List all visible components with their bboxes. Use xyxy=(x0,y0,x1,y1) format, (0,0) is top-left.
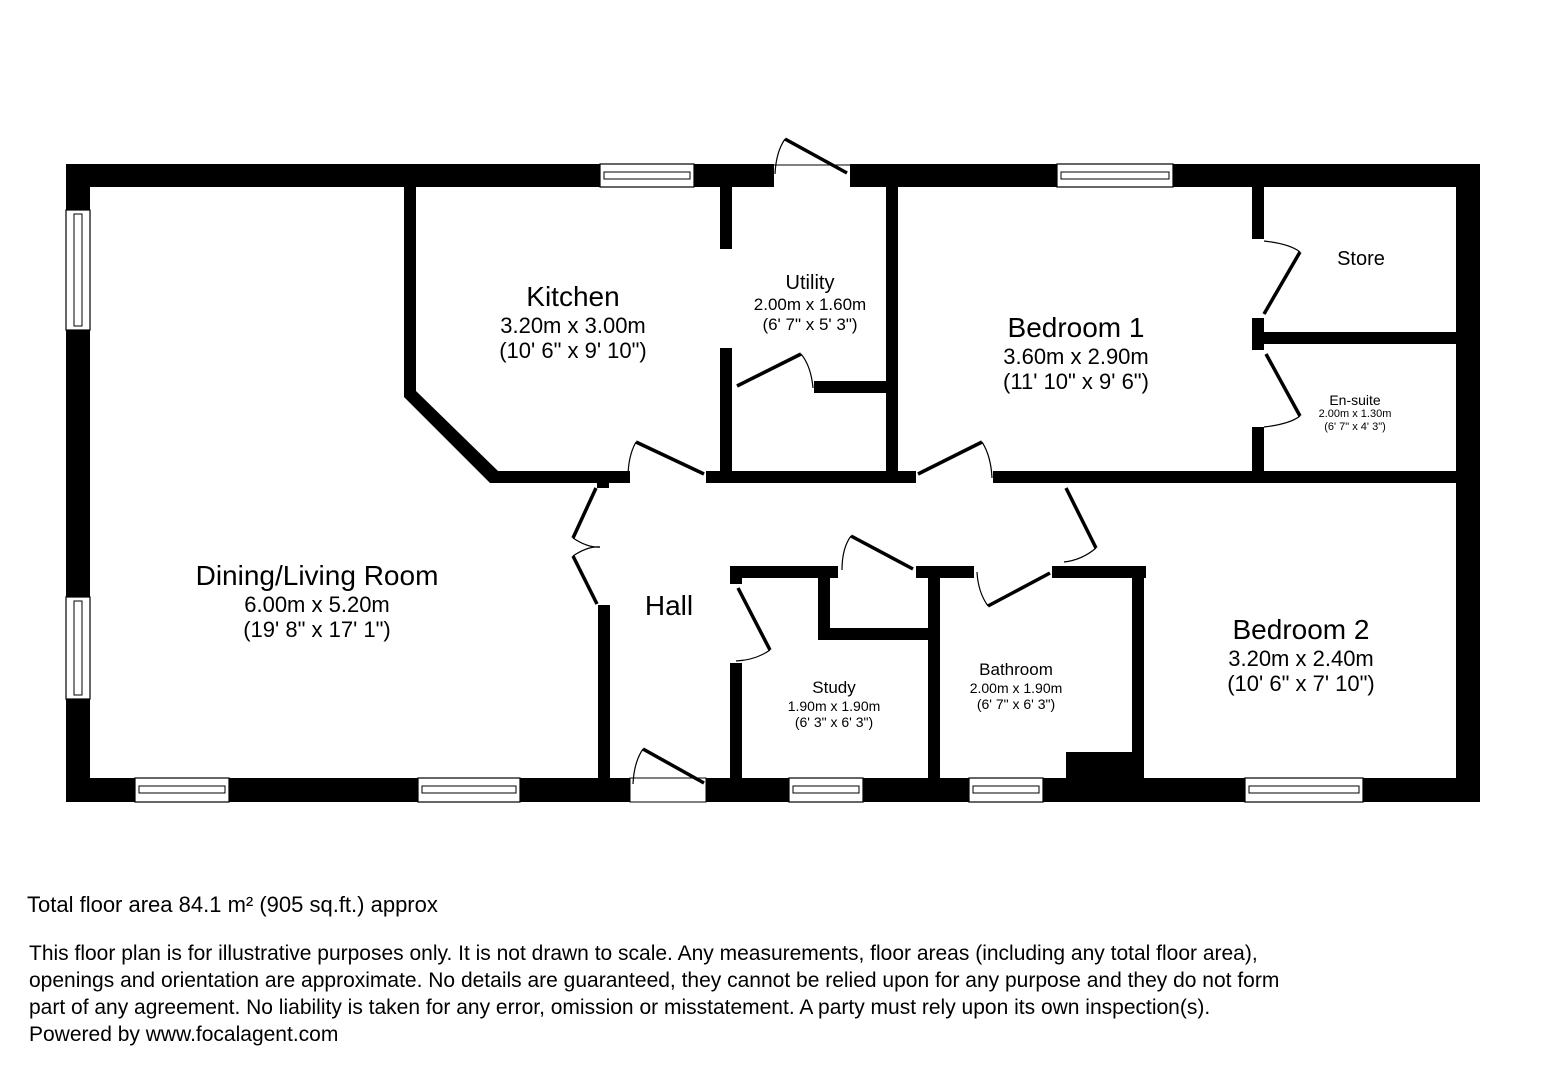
room-name: Bedroom 2 xyxy=(1232,614,1370,645)
disclaimer-line: openings and orientation are approximate… xyxy=(29,969,1280,992)
doors xyxy=(571,137,1302,803)
room-dimensions-metric: 3.60m x 2.90m xyxy=(1003,344,1149,370)
footer: Total floor area 84.1 m² (905 sq.ft.) ap… xyxy=(27,892,1527,1048)
room-dimensions-metric: 2.00m x 1.60m xyxy=(753,295,867,314)
window-bedroom-2 xyxy=(1244,777,1364,803)
door-bedroom-2 xyxy=(1063,487,1098,563)
door-study xyxy=(735,587,772,662)
door-bathroom xyxy=(976,571,1051,608)
room-dimensions-metric: 3.20m x 2.40m xyxy=(1228,646,1374,672)
interior-walls xyxy=(404,187,1480,778)
window-living-bottom-2 xyxy=(417,777,521,803)
room-name: Bedroom 1 xyxy=(1007,312,1145,343)
room-name: Hall xyxy=(644,590,694,621)
room-dimensions-imperial: (6' 7" x 5' 3") xyxy=(762,314,858,334)
disclaimer-line: This floor plan is for illustrative purp… xyxy=(29,942,1258,965)
window-living-bottom-1 xyxy=(134,777,230,803)
room-dimensions-metric: 6.00m x 5.20m xyxy=(244,592,390,618)
room-dimensions-imperial: (6' 7" x 4' 3") xyxy=(1324,420,1386,433)
room-dimensions-imperial: (10' 6" x 9' 10") xyxy=(499,338,647,364)
room-dimensions-imperial: (10' 6" x 7' 10") xyxy=(1227,671,1375,697)
room-name: Study xyxy=(812,678,856,697)
window-bathroom xyxy=(968,777,1044,803)
room-dimensions-imperial: (11' 10" x 9' 6") xyxy=(1003,369,1149,395)
room-dimensions-imperial: (19' 8" x 17' 1") xyxy=(243,617,391,643)
disclaimer: This floor plan is for illustrative purp… xyxy=(27,940,1527,1048)
room-label-store: Store xyxy=(1337,248,1385,271)
door-front xyxy=(629,747,707,803)
windows xyxy=(65,163,1364,803)
disclaimer-line: part of any agreement. No liability is t… xyxy=(29,996,1211,1019)
door-utility-external xyxy=(774,137,850,175)
room-dimensions-metric: 2.00m x 1.90m xyxy=(969,679,1063,696)
door-store xyxy=(1262,240,1302,315)
room-name: Dining/Living Room xyxy=(195,560,439,591)
floor-plan xyxy=(65,137,1480,803)
room-name: Bathroom xyxy=(979,660,1053,679)
room-name: Store xyxy=(1337,248,1385,270)
door-bedroom-1 xyxy=(917,440,993,479)
powered-by: Powered by www.focalagent.com xyxy=(29,1023,339,1046)
window-study xyxy=(788,777,864,803)
door-kitchen xyxy=(627,440,705,479)
room-dimensions-imperial: (6' 3" x 6' 3") xyxy=(794,713,874,730)
room-name: Kitchen xyxy=(526,281,620,312)
room-dimensions-metric: 2.00m x 1.30m xyxy=(1318,408,1392,421)
room-name: Utility xyxy=(785,272,835,294)
door-en-suite xyxy=(1263,353,1302,428)
window-living-left-top xyxy=(65,209,91,331)
room-label-hall: Hall xyxy=(645,590,693,622)
window-bedroom-1 xyxy=(1056,163,1174,188)
room-dimensions-imperial: (6' 7" x 6' 3") xyxy=(976,695,1056,712)
door-utility-inner xyxy=(736,352,814,389)
window-kitchen xyxy=(599,163,695,188)
door-study-cupboard xyxy=(841,534,914,571)
window-living-left-bottom xyxy=(65,596,91,700)
room-dimensions-metric: 3.20m x 3.00m xyxy=(500,313,646,339)
total-floor-area: Total floor area 84.1 m² (905 sq.ft.) ap… xyxy=(27,892,438,917)
room-name: En-suite xyxy=(1329,392,1381,408)
room-dimensions-metric: 1.90m x 1.90m xyxy=(787,697,881,714)
door-living-room xyxy=(571,487,601,605)
